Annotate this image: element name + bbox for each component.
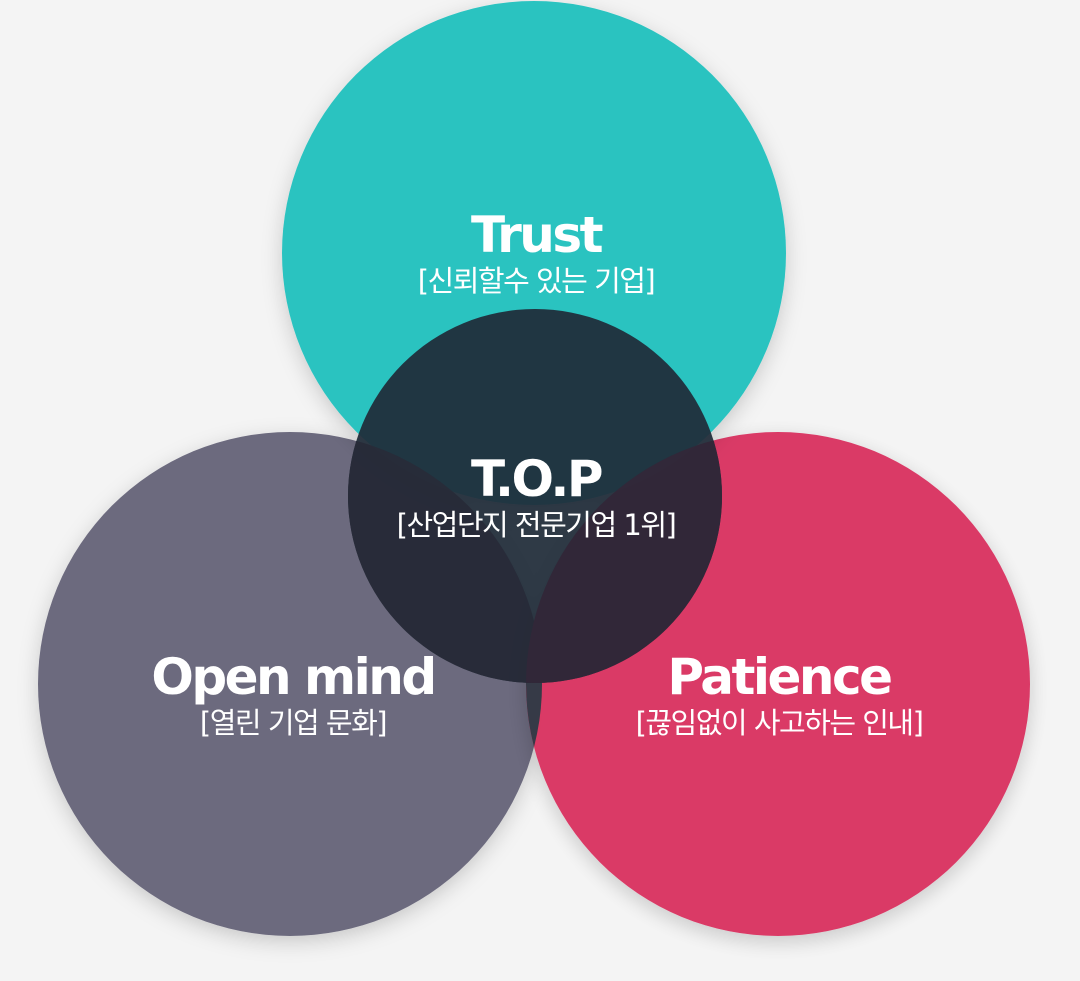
open-mind-title: Open mind <box>151 648 437 706</box>
top-subtitle: [산업단지 전문기업 1위] <box>396 508 677 542</box>
trust-label: Trust [신뢰할수 있는 기업] <box>417 206 656 298</box>
patience-subtitle: [끊임없이 사고하는 인내] <box>635 706 924 740</box>
open-mind-label: Open mind [열린 기업 문화] <box>151 648 437 740</box>
open-mind-subtitle: [열린 기업 문화] <box>199 706 388 740</box>
trust-title: Trust <box>470 206 604 264</box>
top-label: T.O.P [산업단지 전문기업 1위] <box>396 450 677 542</box>
top-title: T.O.P <box>470 450 604 508</box>
patience-label: Patience [끊임없이 사고하는 인내] <box>635 648 924 740</box>
patience-title: Patience <box>667 648 893 706</box>
trust-subtitle: [신뢰할수 있는 기업] <box>417 264 656 298</box>
